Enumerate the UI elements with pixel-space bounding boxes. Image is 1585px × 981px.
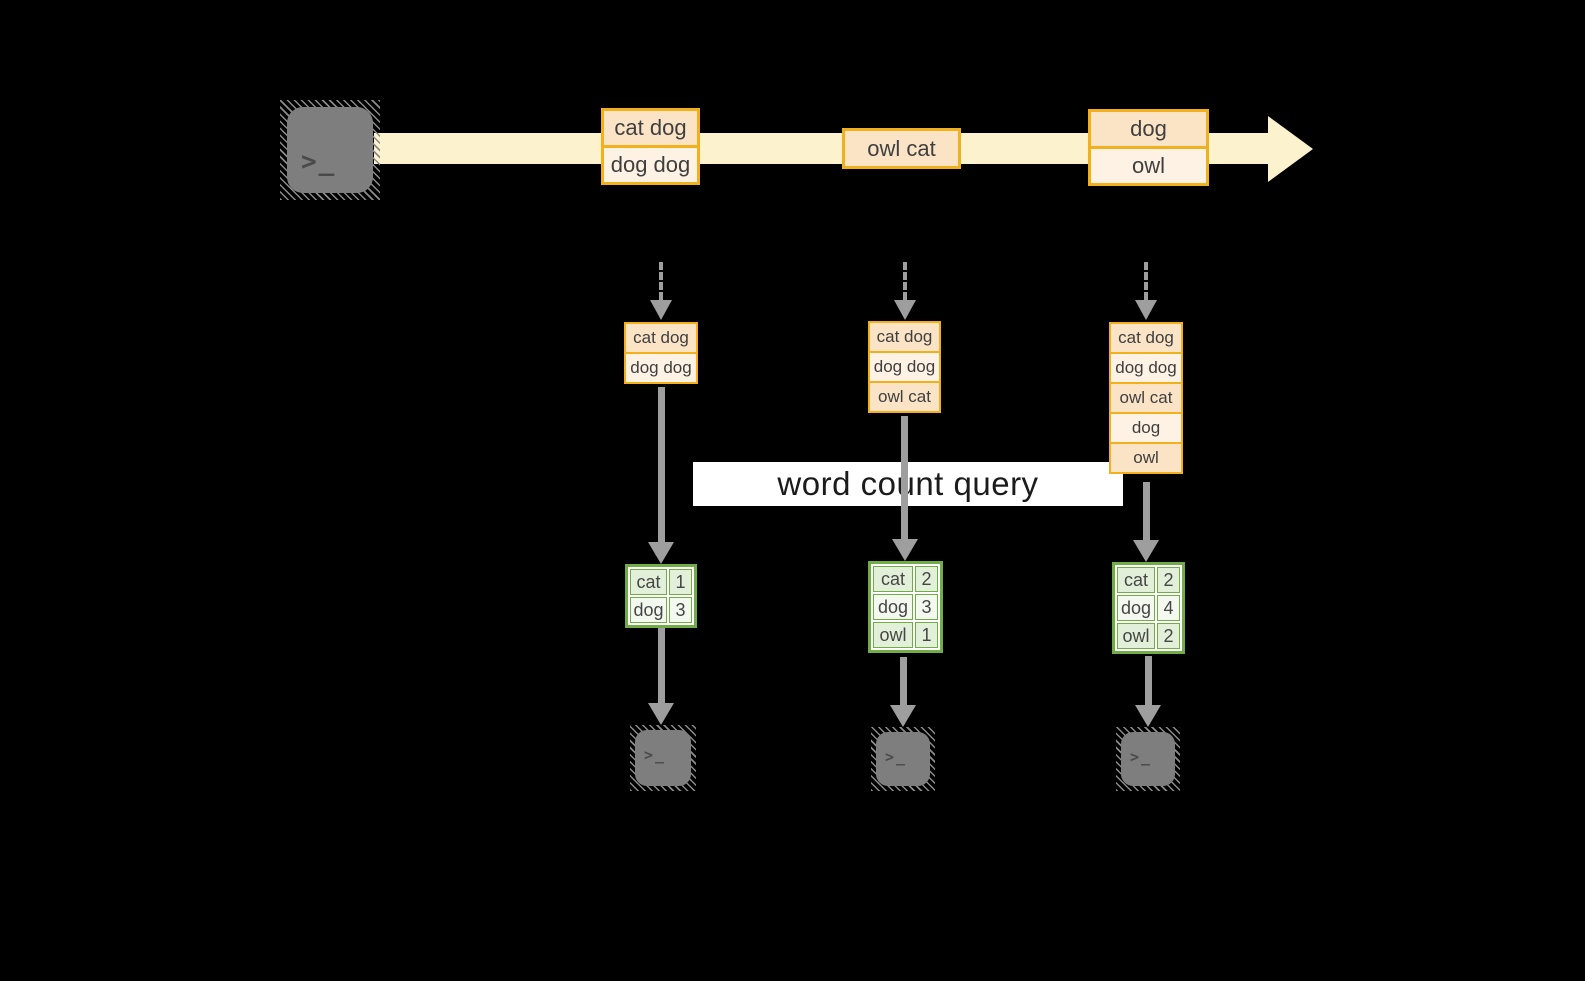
buffer-row: cat dog [1109,322,1183,354]
stream-event-box: owl [1088,146,1209,186]
buffer-label: dog dog [873,357,936,376]
arrowhead-icon [1135,705,1161,727]
stream-event-label: owl [1131,153,1165,178]
stream-event-group-1: cat dog dog dog [601,108,700,185]
buffer-label: dog dog [1115,358,1177,377]
count-cell: 2 [1157,623,1180,649]
terminal-prompt-glyph: >_ [885,748,908,766]
buffer-stack-1: cat dog dog dog [624,322,698,384]
stream-event-box: dog [1088,109,1209,149]
word-count-query-banner: word count query [693,462,1123,506]
buffer-stack-2: cat dog dog dog owl cat [868,321,941,413]
dashed-arrow-shaft [903,262,907,300]
buffer-label: dog dog [630,358,692,377]
stream-event-box: cat dog [601,108,700,148]
buffer-row: dog dog [624,352,698,384]
word-cell: cat [630,569,667,595]
stream-event-group-2: owl cat [842,128,961,169]
sink-terminal-icon: >_ [1116,727,1180,791]
arrowhead-icon [892,539,918,561]
arrow-shaft [658,628,665,705]
dashed-arrow-shaft [1144,262,1148,300]
stream-event-label: cat dog [614,115,687,140]
terminal-prompt-glyph: >_ [301,147,337,177]
buffer-label: dog [1131,418,1161,437]
count-cell: 1 [915,622,938,648]
stream-event-label: dog [1130,116,1167,141]
arrowhead-icon [648,703,674,725]
arrow-shaft [1145,656,1152,705]
arrowhead-icon [890,705,916,727]
word-count-table-2: cat 2 dog 3 owl 1 [868,561,943,653]
stream-event-box: dog dog [601,145,700,185]
buffer-row: owl cat [868,381,941,413]
dashed-arrowhead-icon [894,300,916,320]
buffer-row: cat dog [868,321,941,353]
terminal-screen: >_ [635,730,691,786]
word-cell: dog [1117,595,1155,621]
buffer-row: owl cat [1109,382,1183,414]
stream-event-group-3: dog owl [1088,109,1209,186]
arrow-shaft [658,387,665,542]
buffer-row: owl [1109,442,1183,474]
word-count-table-3: cat 2 dog 4 owl 2 [1112,562,1185,654]
count-cell: 3 [669,597,692,623]
buffer-label: owl cat [1119,388,1173,407]
arrow-shaft [900,657,907,705]
buffer-row: dog dog [1109,352,1183,384]
dashed-arrowhead-icon [650,300,672,320]
arrow-shaft [1143,482,1150,540]
word-cell: cat [1117,567,1155,593]
buffer-label: owl cat [878,387,931,406]
arrowhead-icon [648,542,674,564]
stream-event-label: dog dog [610,152,691,177]
count-cell: 2 [915,566,938,592]
terminal-prompt-glyph: >_ [644,746,667,764]
word-cell: dog [873,594,913,620]
stream-arrowhead-icon [1268,116,1313,182]
count-cell: 2 [1157,567,1180,593]
buffer-label: cat dog [876,327,933,346]
buffer-stack-3: cat dog dog dog owl cat dog owl [1109,322,1183,474]
stream-event-box: owl cat [842,128,961,169]
stream-event-label: owl cat [867,135,936,161]
buffer-label: cat dog [633,328,689,347]
terminal-screen: >_ [876,732,930,786]
word-cell: cat [873,566,913,592]
dashed-arrowhead-icon [1135,300,1157,320]
terminal-prompt-glyph: >_ [1130,748,1153,766]
word-count-table-1: cat 1 dog 3 [625,564,697,628]
source-terminal-icon: >_ [280,100,380,200]
word-cell: owl [873,622,913,648]
count-cell: 3 [915,594,938,620]
arrow-shaft [901,416,908,539]
word-cell: dog [630,597,667,623]
count-cell: 4 [1157,595,1180,621]
sink-terminal-icon: >_ [871,727,935,791]
buffer-label: owl [1133,448,1159,467]
buffer-row: dog [1109,412,1183,444]
sink-terminal-icon: >_ [630,725,696,791]
buffer-label: cat dog [1118,328,1174,347]
word-cell: owl [1117,623,1155,649]
buffer-row: dog dog [868,351,941,383]
count-cell: 1 [669,569,692,595]
terminal-screen: >_ [1121,732,1175,786]
terminal-screen: >_ [287,107,373,193]
buffer-row: cat dog [624,322,698,354]
dashed-arrow-shaft [659,262,663,300]
arrowhead-icon [1133,540,1159,562]
